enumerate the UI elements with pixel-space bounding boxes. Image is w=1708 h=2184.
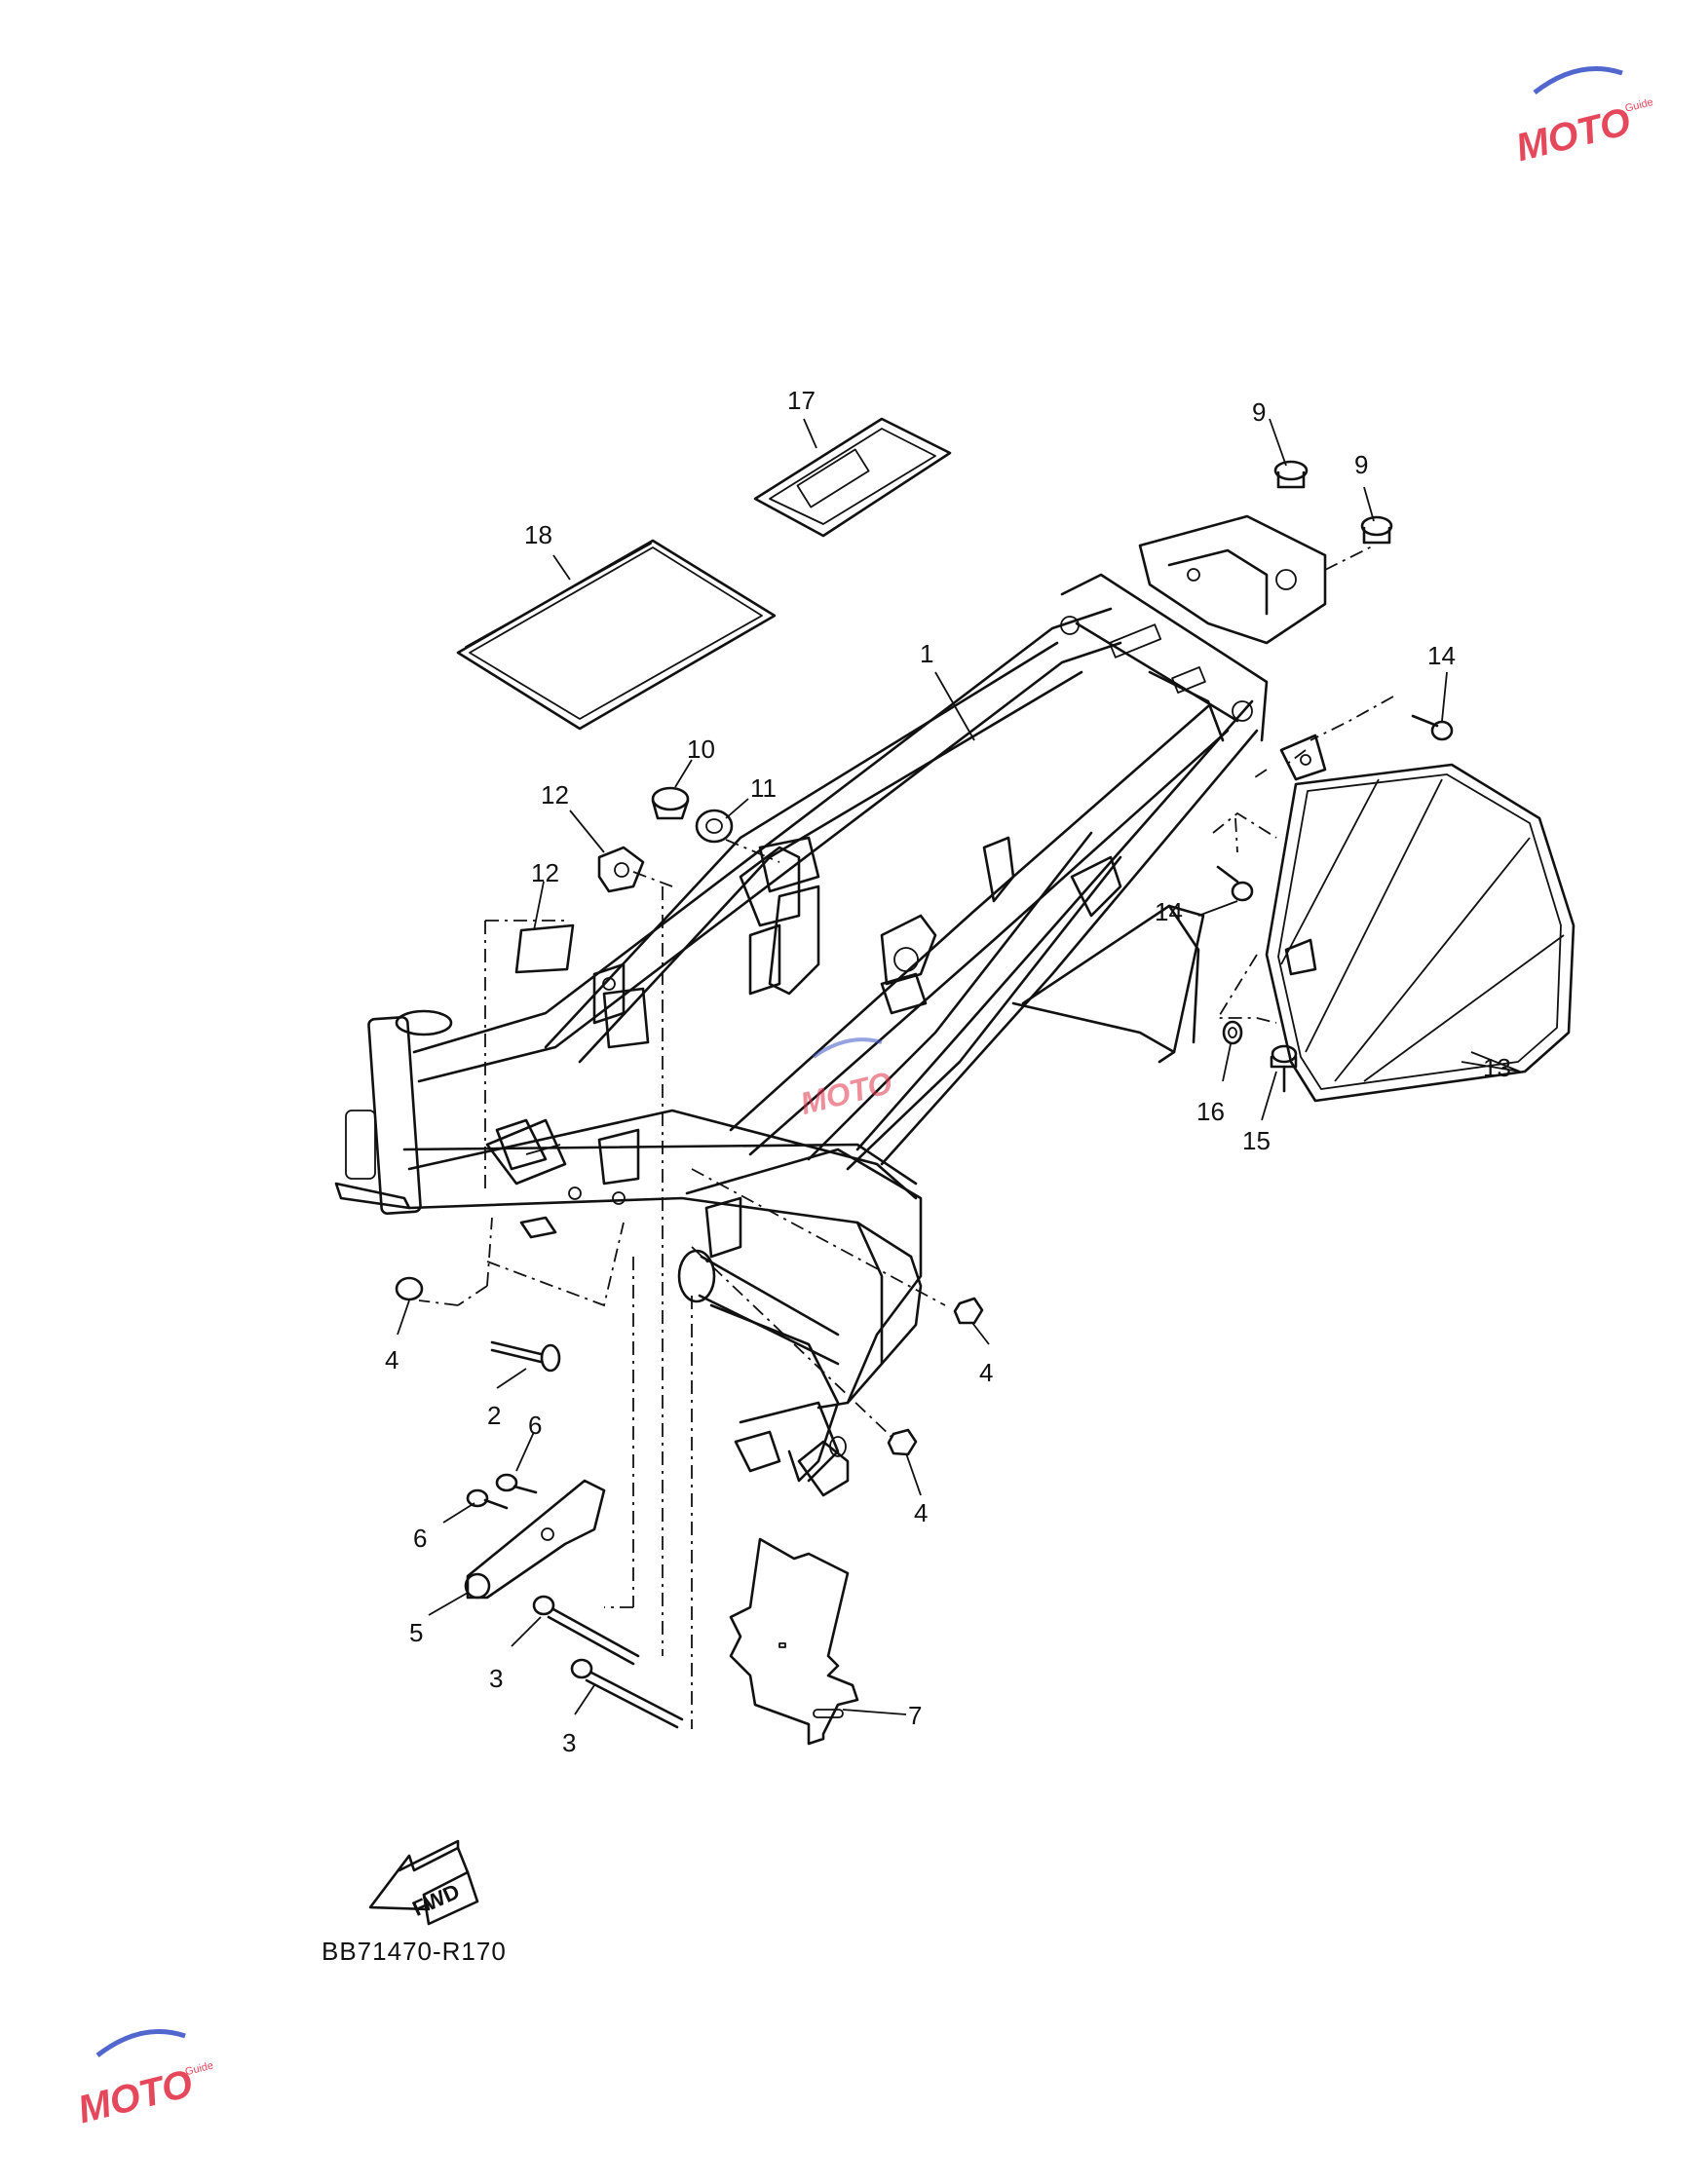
callout-11: 12 <box>541 780 569 810</box>
callout-15: 15 <box>1242 1126 1271 1155</box>
callout-9-b: 9 <box>1354 450 1368 479</box>
callout-4-a: 4 <box>385 1345 399 1374</box>
callout-9-a: 9 <box>1252 397 1266 427</box>
callout-13: 13 <box>1483 1053 1511 1082</box>
callout-14-a: 14 <box>1427 641 1456 670</box>
part-9-bolt-a <box>1273 460 1309 489</box>
callout-16: 16 <box>1196 1097 1225 1126</box>
part-15-bolt <box>1270 1044 1298 1093</box>
callout-18: 18 <box>524 520 552 549</box>
part-4-nut-c <box>887 1428 918 1456</box>
watermark-moto-text: MOTO <box>1511 100 1634 170</box>
watermark-moto-text-bottom: MOTO <box>74 2062 197 2132</box>
callout-3-a: 3 <box>489 1664 503 1693</box>
part-10-plate <box>729 1537 859 1746</box>
part-14-bolt-a <box>1411 714 1454 741</box>
callout-10: 7 <box>908 1701 922 1730</box>
callout-4-b: 4 <box>979 1358 993 1387</box>
part-17-plate <box>753 417 952 538</box>
watermark-logo-bottom: MOTO Guide <box>74 2029 214 2132</box>
part-6-bolt-b <box>495 1473 538 1494</box>
part-13-rear-guard <box>1265 734 1575 1103</box>
part-12-label <box>514 923 575 974</box>
part-6-bolt-a <box>466 1488 509 1510</box>
part-3-bolt-b <box>570 1658 684 1729</box>
part-7-collar <box>651 786 690 820</box>
part-16-washer <box>1222 1020 1243 1045</box>
part-5-bracket <box>464 1479 606 1600</box>
leader-lines <box>397 418 1521 1715</box>
callout-12: 12 <box>531 858 559 887</box>
callout-1: 1 <box>920 639 933 668</box>
callout-14-b: 14 <box>1155 897 1183 926</box>
callout-6-b: 6 <box>413 1524 427 1553</box>
part-3-bolt-a <box>532 1595 640 1666</box>
callout-7: 10 <box>687 734 715 764</box>
alignment-lines <box>418 545 1394 1729</box>
callout-17: 17 <box>787 386 816 415</box>
watermark-logo-center: MOTO <box>797 1037 895 1121</box>
part-11-clip <box>597 846 645 893</box>
watermark-guide-text: Guide <box>1624 96 1654 115</box>
part-2-bolt <box>490 1340 561 1373</box>
watermark-moto-text-center: MOTO <box>797 1065 895 1121</box>
callout-2: 2 <box>487 1401 501 1430</box>
part-18-sheet <box>456 539 777 731</box>
part-14-bolt-b <box>1216 865 1254 902</box>
callout-4-c: 4 <box>914 1498 928 1527</box>
callout-6-a: 6 <box>528 1411 542 1440</box>
watermark-logo-top: MOTO Guide <box>1511 66 1654 170</box>
part-4-washer-a <box>395 1276 424 1301</box>
part-9-bolt-b <box>1360 515 1393 545</box>
main-frame <box>334 514 1327 1497</box>
diagram-code: BB71470-R170 <box>322 1937 507 1966</box>
callout-8: 11 <box>750 773 777 803</box>
fwd-label: FWD <box>409 1879 464 1921</box>
fwd-arrow-icon: FWD <box>368 1839 479 1926</box>
watermark-guide-text-bottom: Guide <box>184 2059 214 2078</box>
callout-5: 5 <box>409 1618 423 1647</box>
part-8-grommet <box>695 809 734 844</box>
callouts: 17 18 1 9 9 14 14 13 16 15 10 11 12 12 4… <box>385 386 1511 1757</box>
callout-3-b: 3 <box>562 1728 576 1757</box>
part-4-nut-b <box>953 1297 984 1325</box>
